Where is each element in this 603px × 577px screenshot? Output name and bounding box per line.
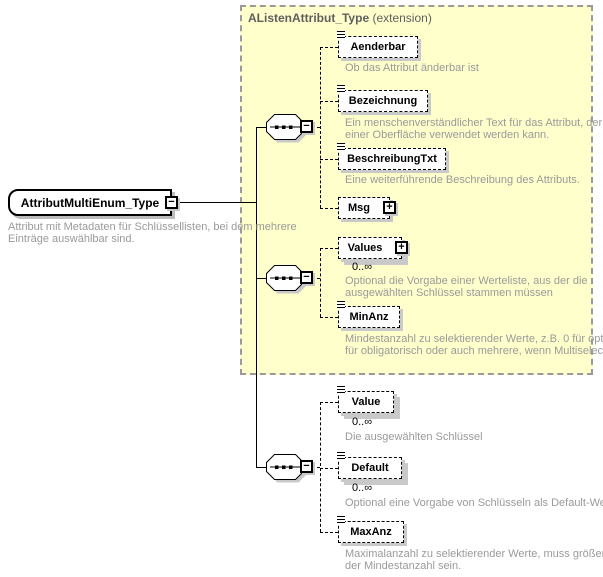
connector-line — [320, 159, 338, 160]
extension-title: AListenAttribut_Type (extension) — [248, 11, 432, 25]
occurrence-label: 0..∞ — [352, 482, 373, 494]
element-bezeichnung[interactable]: Bezeichnung — [337, 85, 428, 112]
root-collapse-button[interactable]: − — [165, 196, 178, 209]
simple-content-icon — [337, 143, 345, 151]
sequence-collapse-button[interactable]: − — [300, 271, 313, 284]
annotation-text: Eine weiterführende Beschreibung des Att… — [345, 174, 580, 186]
annotation-text: Attribut mit Metadaten für Schlüssellist… — [8, 221, 297, 245]
minus-icon: − — [303, 120, 310, 132]
minus-icon: − — [303, 271, 310, 283]
simple-content-icon — [337, 31, 345, 39]
element-msg[interactable]: Msg — [338, 197, 390, 219]
element-label: Default — [351, 462, 389, 474]
element-default[interactable]: Default — [337, 452, 402, 479]
connector-line — [320, 402, 338, 403]
values-expand-button[interactable]: + — [395, 241, 408, 254]
annotation-text: Optional die Vorgabe einer Werteliste, a… — [345, 275, 588, 299]
connector-line — [320, 468, 338, 469]
annotation-text: Ein menschenverständlicher Text für das … — [345, 117, 603, 141]
sequence-collapse-button[interactable]: − — [300, 120, 313, 133]
sequence-connector-icon — [266, 114, 307, 143]
sequence-connector-icon — [266, 265, 307, 294]
connector-line — [312, 278, 320, 279]
element-label: Values — [347, 242, 383, 254]
connector-line — [320, 47, 321, 208]
extension-type-name: AListenAttribut_Type — [248, 11, 370, 25]
element-beschreibungtxt[interactable]: BeschreibungTxt — [337, 143, 446, 170]
element-minanz[interactable]: MinAnz — [337, 301, 400, 328]
connector-line — [256, 127, 267, 128]
element-maxanz[interactable]: MaxAnz — [337, 516, 404, 543]
element-aenderbar[interactable]: Aenderbar — [337, 31, 418, 58]
occurrence-label: 0..∞ — [352, 261, 373, 273]
annotation-text: Ob das Attribut änderbar ist — [345, 62, 479, 74]
connector-line — [177, 202, 256, 203]
root-element-label: AttributMultiEnum_Type — [20, 195, 160, 210]
connector-line — [256, 278, 267, 279]
extension-container — [240, 5, 593, 375]
simple-content-icon — [337, 386, 345, 394]
annotation-text: Optional eine Vorgabe von Schlüsseln als… — [345, 497, 603, 509]
connector-line — [320, 208, 338, 209]
simple-content-icon — [337, 516, 345, 524]
annotation-text: Die ausgewählten Schlüssel — [345, 431, 483, 443]
connector-line — [320, 248, 338, 249]
connector-line — [320, 248, 321, 317]
element-label: MaxAnz — [350, 526, 392, 538]
msg-expand-button[interactable]: + — [383, 201, 396, 214]
element-label: BeschreibungTxt — [347, 153, 437, 165]
sequence-collapse-button[interactable]: − — [300, 460, 313, 473]
connector-line — [256, 467, 267, 468]
simple-content-icon — [337, 301, 345, 309]
element-label: Value — [351, 396, 381, 408]
element-label: MinAnz — [349, 311, 389, 323]
element-label: Aenderbar — [350, 41, 406, 53]
connector-line — [320, 532, 338, 533]
root-element-attributmultienum-type[interactable]: AttributMultiEnum_Type — [8, 189, 172, 216]
element-label: Msg — [348, 202, 370, 214]
simple-content-icon — [337, 85, 345, 93]
element-values[interactable]: Values — [338, 237, 402, 259]
minus-icon: − — [168, 196, 175, 208]
plus-icon: + — [398, 241, 405, 253]
connector-line — [320, 402, 321, 532]
simple-content-icon — [337, 452, 345, 460]
annotation-text: Mindestanzahl zu selektierender Werte, z… — [345, 333, 603, 357]
sequence-connector-icon — [266, 454, 307, 483]
connector-line — [320, 101, 338, 102]
connector-line — [312, 467, 320, 468]
annotation-text: Maximalanzahl zu selektierender Werte, m… — [345, 548, 603, 572]
connector-line — [320, 47, 338, 48]
extension-suffix: (extension) — [369, 11, 432, 25]
element-label: Bezeichnung — [348, 95, 418, 107]
element-value[interactable]: Value — [337, 386, 394, 413]
occurrence-label: 0..∞ — [352, 416, 373, 428]
connector-line — [256, 127, 257, 467]
connector-line — [320, 317, 338, 318]
connector-line — [312, 127, 320, 128]
minus-icon: − — [303, 460, 310, 472]
plus-icon: + — [386, 201, 393, 213]
